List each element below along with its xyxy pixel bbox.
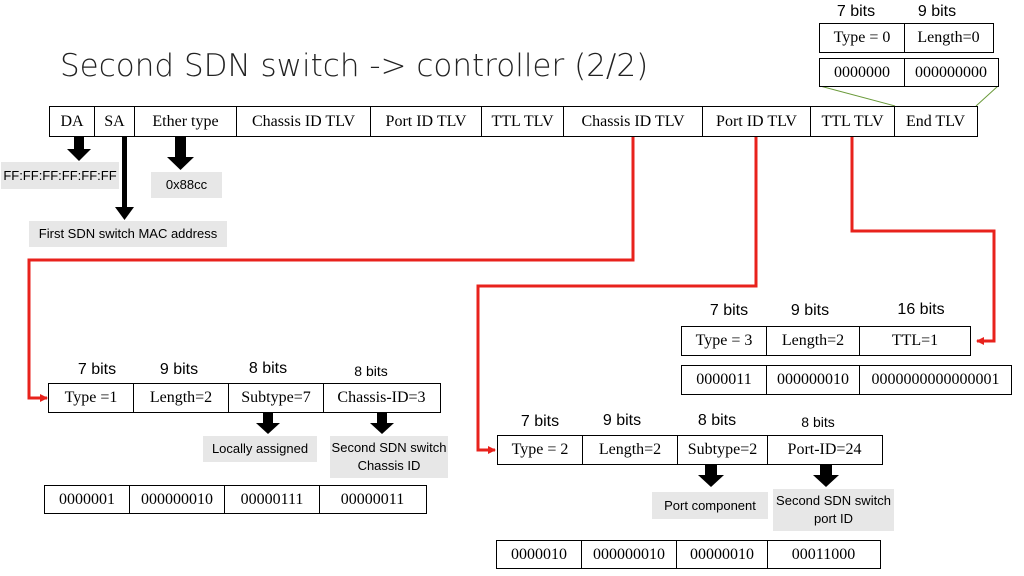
- port-tlv-length-binary: 000000010: [580, 540, 678, 569]
- da-arrow: [67, 137, 91, 161]
- port-subtype-note: Port component: [652, 492, 768, 519]
- end-tlv-binary: 0000000 000000000: [819, 58, 999, 87]
- chassis-subtype-note: Locally assigned: [203, 436, 317, 462]
- end-tlv-bits-length: 9 bits: [917, 3, 957, 20]
- port-tlv-bits-subtype: 8 bits: [697, 412, 737, 429]
- ttl-tlv-length-binary: 000000010: [765, 365, 861, 395]
- chassis-tlv-subtype-binary: 00000111: [224, 485, 320, 514]
- chassis-tlv-fields: Type =1 Length=2 Subtype=7 Chassis-ID=3: [48, 383, 441, 413]
- chassis-tlv-bits-type: 7 bits: [77, 361, 117, 378]
- sa-arrow: [115, 137, 134, 220]
- chassis-tlv-length-cell: Length=2: [132, 383, 230, 413]
- port-tlv-length-cell: Length=2: [581, 435, 679, 465]
- port-tlv-type-binary: 0000010: [496, 540, 582, 569]
- frame-da: DA: [49, 106, 95, 137]
- port-tlv-subtype-cell: Subtype=2: [677, 435, 768, 465]
- ethertype-value-note: 0x88cc: [151, 172, 222, 198]
- frame-end-tlv: End TLV: [893, 106, 978, 137]
- ttl-tlv-length-cell: Length=2: [765, 326, 861, 356]
- end-tlv-fields: Type = 0 Length=0: [819, 23, 994, 53]
- frame-ttl-tlv-1: TTL TLV: [480, 106, 565, 137]
- chassis-id-note: Second SDN switch Chassis ID: [330, 436, 448, 478]
- ethertype-arrow: [167, 137, 194, 170]
- frame-port-id-tlv-1: Port ID TLV: [370, 106, 482, 137]
- port-tlv-binary: 0000010 000000010 00000010 00011000: [496, 540, 881, 569]
- port-tlv-connector: [476, 136, 758, 454]
- chassis-tlv-connector: [27, 136, 635, 402]
- port-tlv-bits-length: 9 bits: [602, 412, 642, 429]
- chassis-tlv-subtype-cell: Subtype=7: [228, 383, 324, 413]
- frame-port-id-tlv-2: Port ID TLV: [701, 106, 812, 137]
- end-tlv-length-cell: Length=0: [903, 23, 994, 53]
- chassis-id-arrow: [370, 413, 394, 434]
- chassis-tlv-id-binary: 00000011: [318, 485, 427, 514]
- chassis-tlv-bits-length: 9 bits: [159, 361, 199, 378]
- ttl-tlv-ttl-cell: TTL=1: [859, 326, 971, 356]
- chassis-tlv-type-binary: 0000001: [44, 485, 130, 514]
- frame-sa: SA: [93, 106, 136, 137]
- lldp-frame: DA SA Ether type Chassis ID TLV Port ID …: [49, 106, 978, 137]
- chassis-tlv-length-binary: 000000010: [128, 485, 226, 514]
- port-subtype-arrow: [698, 465, 724, 487]
- port-tlv-id-binary: 00011000: [766, 540, 881, 569]
- end-tlv-type-cell: Type = 0: [819, 23, 905, 53]
- ttl-tlv-bits-type: 7 bits: [709, 302, 749, 319]
- end-tlv-zoom-line-right: [975, 85, 999, 107]
- frame-chassis-id-tlv-2: Chassis ID TLV: [563, 106, 703, 137]
- port-id-note: Second SDN switch port ID: [773, 489, 894, 531]
- ttl-tlv-connector: [850, 136, 996, 345]
- chassis-tlv-bits-id: 8 bits: [354, 363, 388, 379]
- chassis-tlv-binary: 0000001 000000010 00000111 00000011: [44, 485, 427, 514]
- da-value-note: FF:FF:FF:FF:FF:FF: [1, 162, 119, 189]
- frame-ttl-tlv-2: TTL TLV: [810, 106, 895, 137]
- end-tlv-length-binary: 000000000: [903, 58, 999, 87]
- ttl-tlv-bits-ttl: 16 bits: [897, 301, 945, 318]
- chassis-tlv-id-cell: Chassis-ID=3: [322, 383, 441, 413]
- frame-chassis-id-tlv-1: Chassis ID TLV: [235, 106, 372, 137]
- ttl-tlv-ttl-binary: 0000000000000001: [859, 365, 1012, 395]
- sa-value-note: First SDN switch MAC address: [29, 221, 227, 247]
- port-id-arrow: [813, 465, 839, 487]
- port-tlv-bits-type: 7 bits: [520, 413, 560, 430]
- ttl-tlv-type-binary: 0000011: [681, 365, 767, 395]
- ttl-tlv-binary: 0000011 000000010 0000000000000001: [681, 365, 1012, 395]
- page-title: Second SDN switch -> controller (2/2): [60, 48, 649, 84]
- end-tlv-bits-type: 7 bits: [836, 3, 876, 20]
- port-tlv-bits-id: 8 bits: [801, 414, 835, 430]
- port-tlv-type-cell: Type = 2: [497, 435, 583, 465]
- ttl-tlv-bits-length: 9 bits: [790, 302, 830, 319]
- chassis-tlv-type-cell: Type =1: [48, 383, 134, 413]
- port-tlv-id-cell: Port-ID=24: [766, 435, 883, 465]
- chassis-tlv-bits-subtype: 8 bits: [248, 360, 288, 377]
- frame-ether-type: Ether type: [134, 106, 237, 137]
- end-tlv-type-binary: 0000000: [819, 58, 905, 87]
- ttl-tlv-type-cell: Type = 3: [681, 326, 767, 356]
- ttl-tlv-fields: Type = 3 Length=2 TTL=1: [681, 326, 971, 356]
- chassis-subtype-arrow: [256, 413, 280, 434]
- end-tlv-zoom-line-left: [819, 85, 896, 107]
- port-tlv-subtype-binary: 00000010: [676, 540, 768, 569]
- port-tlv-fields: Type = 2 Length=2 Subtype=2 Port-ID=24: [497, 435, 883, 465]
